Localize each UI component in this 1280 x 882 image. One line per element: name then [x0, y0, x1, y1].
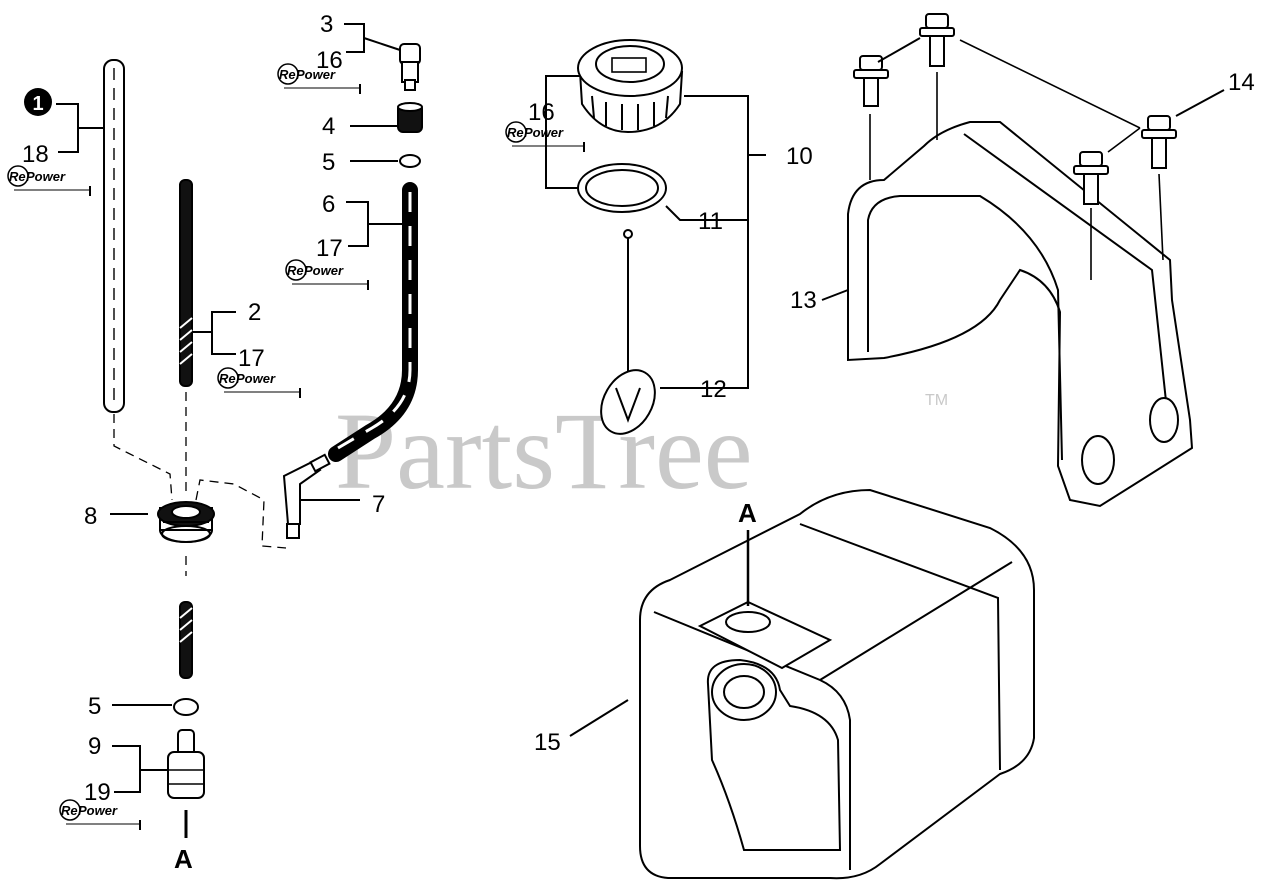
bolt-guide-lines	[869, 72, 1164, 280]
callout-19: 19	[84, 779, 111, 806]
part-bolt-2	[853, 55, 889, 107]
callout-12: 12	[700, 376, 727, 403]
repower-badge: Re Power	[285, 259, 369, 290]
connection-mark-a-tank: A	[738, 498, 757, 528]
part-cap-gasket	[577, 163, 667, 213]
callout-5-upper: 5	[322, 149, 335, 176]
svg-text:Re: Re	[9, 169, 26, 184]
svg-text:Re: Re	[507, 125, 524, 140]
callout-9: 9	[88, 733, 101, 760]
callout-16-a: 16	[316, 47, 343, 74]
callout-leaders	[56, 23, 1225, 793]
repower-badge: Re Power	[277, 63, 361, 94]
repower-badge: Re Power	[217, 367, 301, 398]
part-bolt-3	[1141, 115, 1177, 169]
part-fuel-hose-curved	[328, 182, 418, 462]
svg-text:Re: Re	[287, 263, 304, 278]
repower-badge: Re Power	[7, 165, 91, 196]
svg-text:Re: Re	[61, 803, 78, 818]
callout-3: 3	[320, 11, 333, 38]
repower-logo-icon	[59, 799, 81, 821]
callout-17-b: 17	[316, 235, 343, 262]
part-bolt-1	[919, 13, 955, 67]
svg-text:Power: Power	[524, 125, 564, 140]
part-o-ring-lower	[173, 698, 199, 716]
part-fuel-line-lower	[179, 601, 193, 679]
svg-text:Power: Power	[78, 803, 118, 818]
part-bolt-4	[1073, 151, 1109, 205]
callout-14: 14	[1228, 69, 1255, 96]
callout-1: 1	[32, 93, 43, 115]
repower-logo-icon	[217, 367, 239, 389]
part-elbow-fitting	[282, 453, 331, 539]
callout-16-b: 16	[528, 99, 555, 126]
repower-badge: Re Power	[505, 121, 585, 152]
part-grommet	[157, 501, 215, 543]
part-fuel-tube-long	[103, 59, 125, 413]
repower-logo-icon	[7, 165, 29, 187]
callout-1-badge: 1	[24, 88, 52, 116]
repower-logo-icon	[277, 63, 299, 85]
svg-text:Power: Power	[304, 263, 344, 278]
repower-logo-icon	[285, 259, 307, 281]
leader-dash-18	[113, 414, 173, 501]
callout-2: 2	[248, 299, 261, 326]
watermark-trademark: TM	[925, 392, 948, 409]
callout-4: 4	[322, 113, 335, 140]
svg-text:Re: Re	[279, 67, 296, 82]
callout-17-a: 17	[238, 345, 265, 372]
callout-18: 18	[22, 141, 49, 168]
svg-text:Power: Power	[26, 169, 66, 184]
callout-13: 13	[790, 287, 817, 314]
callout-11: 11	[698, 208, 723, 235]
callout-6: 6	[322, 191, 335, 218]
part-fuel-tank	[639, 488, 1035, 880]
part-tank-guard	[847, 121, 1194, 508]
part-fuel-cap	[577, 39, 684, 134]
connection-mark-a-filter: A	[174, 844, 193, 874]
callout-7: 7	[372, 491, 385, 518]
callout-8: 8	[84, 503, 97, 530]
repower-logo-icon	[505, 121, 527, 143]
leader-dash-8-7	[195, 479, 287, 549]
svg-text:Re: Re	[219, 371, 236, 386]
callout-10: 10	[786, 143, 813, 170]
svg-text:Power: Power	[296, 67, 336, 82]
callout-15: 15	[534, 729, 561, 756]
part-bushing	[397, 102, 423, 133]
part-fitting	[399, 43, 421, 91]
part-fuel-line-dark	[179, 179, 193, 387]
svg-text:Power: Power	[236, 371, 276, 386]
part-o-ring-upper	[399, 154, 421, 168]
part-fuel-filter	[167, 729, 205, 799]
callout-5-lower: 5	[88, 693, 101, 720]
repower-badge: Re Power	[59, 799, 141, 830]
part-cap-tether	[600, 229, 656, 435]
